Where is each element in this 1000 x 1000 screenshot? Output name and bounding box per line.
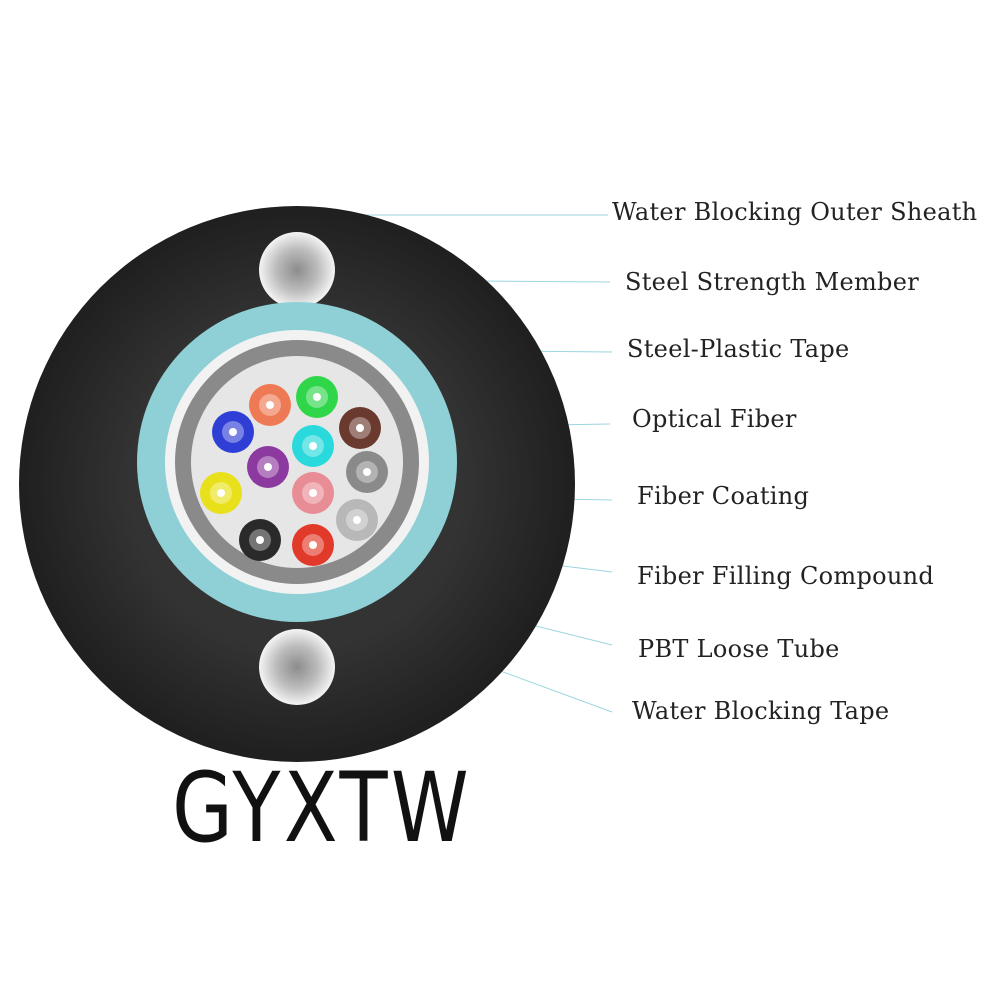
fiber-core-green — [313, 393, 321, 401]
optical-fiber-red — [292, 524, 334, 566]
label-steel-strength-member: Steel Strength Member — [625, 268, 919, 296]
optical-fiber-black — [239, 519, 281, 561]
label-water-blocking-tape: Water Blocking Tape — [632, 697, 890, 725]
fiber-core-blue — [229, 428, 237, 436]
optical-fiber-slate — [346, 451, 388, 493]
label-pbt-loose-tube: PBT Loose Tube — [638, 635, 840, 663]
fiber-core-rose — [309, 489, 317, 497]
optical-fiber-aqua — [292, 425, 334, 467]
label-fiber-coating: Fiber Coating — [637, 482, 810, 510]
optical-fiber-brown — [339, 407, 381, 449]
fiber-core-aqua — [309, 442, 317, 450]
optical-fiber-green — [296, 376, 338, 418]
optical-fibers — [200, 376, 388, 566]
label-optical-fiber: Optical Fiber — [632, 405, 797, 433]
fiber-core-white — [353, 516, 361, 524]
optical-fiber-orange — [249, 384, 291, 426]
strength-member-top — [259, 232, 335, 308]
strength-member-bottom — [259, 629, 335, 705]
optical-fiber-white — [336, 499, 378, 541]
fiber-core-violet — [264, 463, 272, 471]
cable-model-title: GYXTW — [172, 752, 473, 864]
fiber-core-slate — [363, 468, 371, 476]
optical-fiber-violet — [247, 446, 289, 488]
fiber-core-yellow — [217, 489, 225, 497]
label-fiber-filling-compound: Fiber Filling Compound — [637, 562, 935, 590]
fiber-core-brown — [356, 424, 364, 432]
fiber-core-black — [256, 536, 264, 544]
label-water-blocking-outer-sheath: Water Blocking Outer Sheath — [612, 198, 978, 226]
optical-fiber-rose — [292, 472, 334, 514]
fiber-core-orange — [266, 401, 274, 409]
optical-fiber-blue — [212, 411, 254, 453]
label-steel-plastic-tape: Steel-Plastic Tape — [627, 335, 850, 363]
fiber-core-red — [309, 541, 317, 549]
optical-fiber-yellow — [200, 472, 242, 514]
